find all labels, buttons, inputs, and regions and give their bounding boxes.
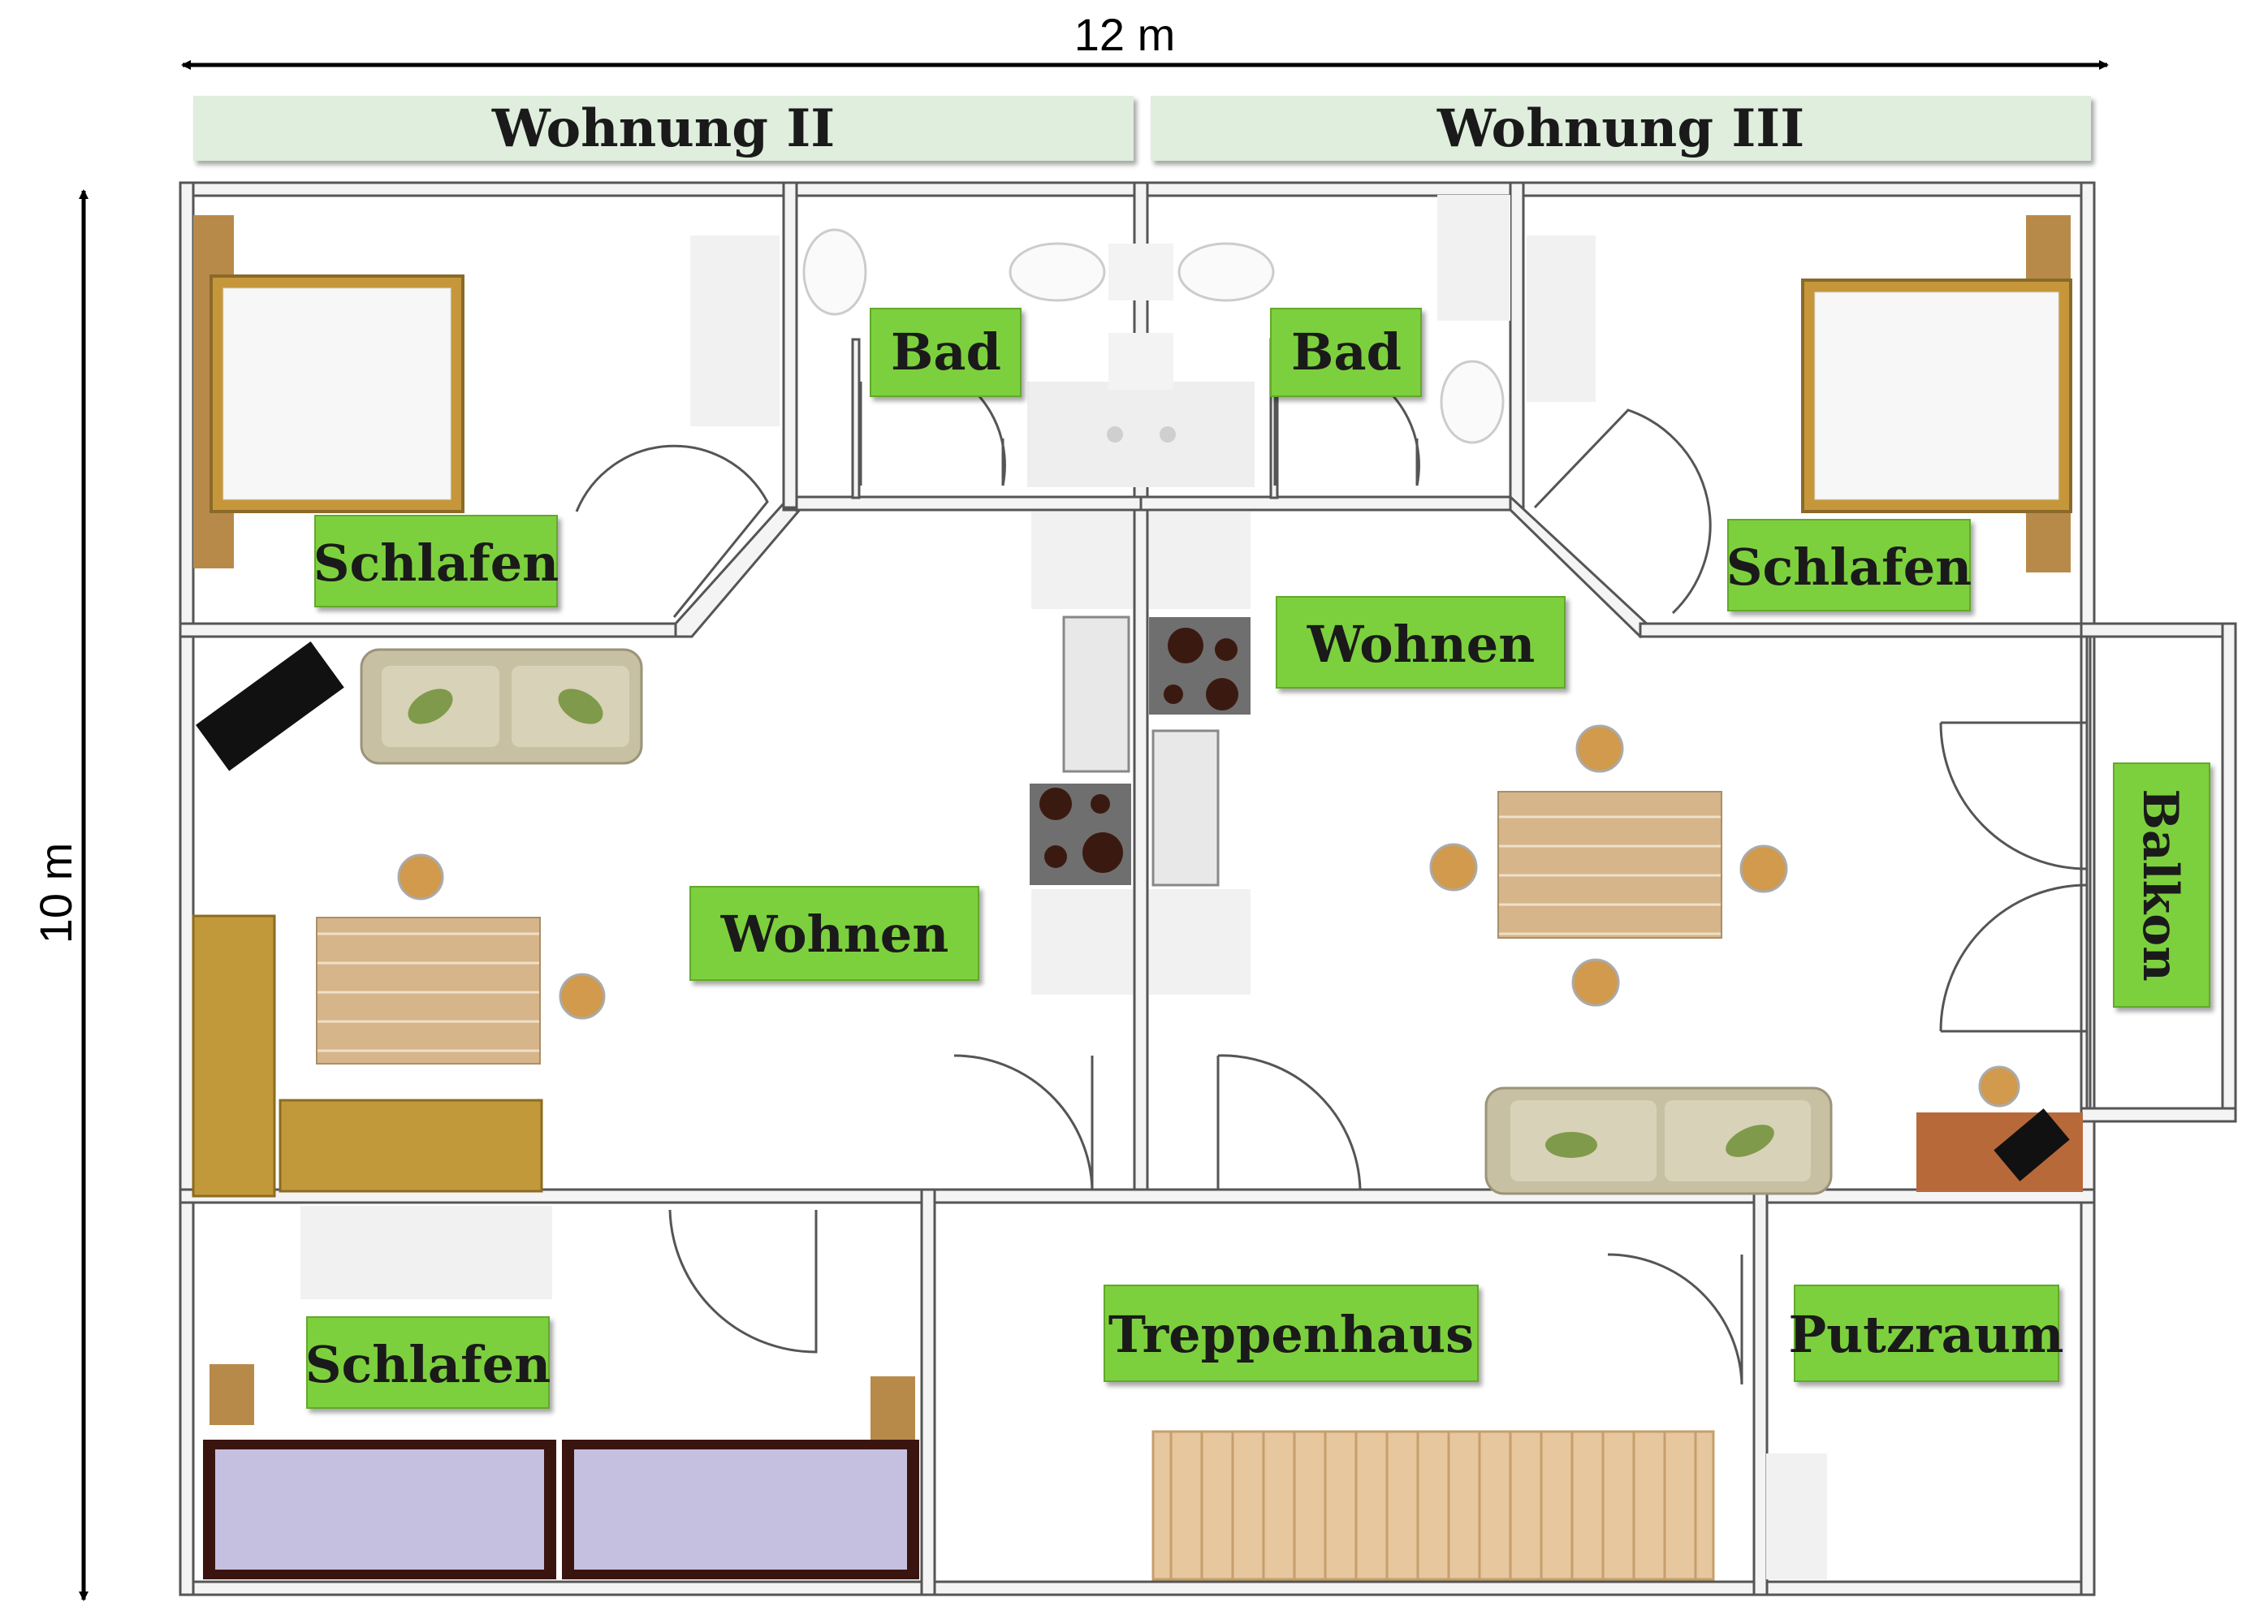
wardrobe-left — [690, 235, 780, 426]
sofa-right — [1484, 1086, 1833, 1195]
width-dimension: 12 m — [181, 9, 2109, 70]
label-bad-left: Bad — [870, 308, 1022, 397]
kitchen-block — [1030, 512, 1251, 995]
label-schlafen-bottom-left: Schlafen — [305, 1316, 551, 1409]
height-dimension-label: 10 m — [30, 843, 81, 944]
width-dimension-label: 12 m — [1074, 9, 1176, 60]
height-dimension: 10 m — [30, 189, 89, 1601]
label-schlafen-top-right: Schlafen — [1726, 519, 1972, 611]
dining-table-right — [1429, 724, 1788, 1007]
label-schlafen-top-left: Schlafen — [313, 515, 559, 607]
label-schlafen-top-left-text: Schlafen — [313, 533, 559, 593]
walls — [179, 181, 2237, 1596]
header-wohnung-iii-label: Wohnung III — [1436, 98, 1804, 159]
label-wohnen-left-text: Wohnen — [720, 905, 949, 964]
desk-right — [1916, 1065, 2083, 1192]
staircase — [1151, 1430, 1715, 1581]
label-schlafen-top-right-text: Schlafen — [1726, 538, 1972, 597]
beds-lower-left — [203, 1206, 919, 1579]
label-balkon: Balkon — [2113, 762, 2210, 1008]
putzraum-cabinet — [1766, 1453, 1827, 1579]
label-bad-right: Bad — [1270, 308, 1422, 397]
label-bad-right-text: Bad — [1291, 322, 1402, 382]
header-wohnung-ii-label: Wohnung II — [491, 98, 835, 159]
sofa-left — [360, 648, 643, 765]
label-schlafen-bottom-left-text: Schlafen — [305, 1335, 551, 1394]
label-treppenhaus: Treppenhaus — [1104, 1285, 1479, 1382]
label-putzraum-text: Putzraum — [1788, 1305, 2063, 1364]
tv-left — [196, 641, 344, 771]
label-balkon-text: Balkon — [2132, 788, 2188, 982]
double-bed-right — [1801, 215, 2072, 572]
label-wohnen-right: Wohnen — [1276, 596, 1566, 689]
corner-sofa-left — [192, 914, 543, 1198]
bathroom-fixtures — [802, 195, 1596, 487]
label-bad-left-text: Bad — [891, 322, 1001, 382]
header-wohnung-iii: Wohnung III — [1151, 96, 2091, 161]
header-wohnung-ii: Wohnung II — [193, 96, 1134, 161]
label-wohnen-right-text: Wohnen — [1307, 615, 1536, 674]
label-putzraum: Putzraum — [1788, 1285, 2064, 1382]
double-bed-left — [193, 215, 464, 568]
dining-table-left — [316, 853, 606, 1065]
label-treppenhaus-text: Treppenhaus — [1108, 1305, 1474, 1364]
label-wohnen-left: Wohnen — [689, 886, 979, 981]
